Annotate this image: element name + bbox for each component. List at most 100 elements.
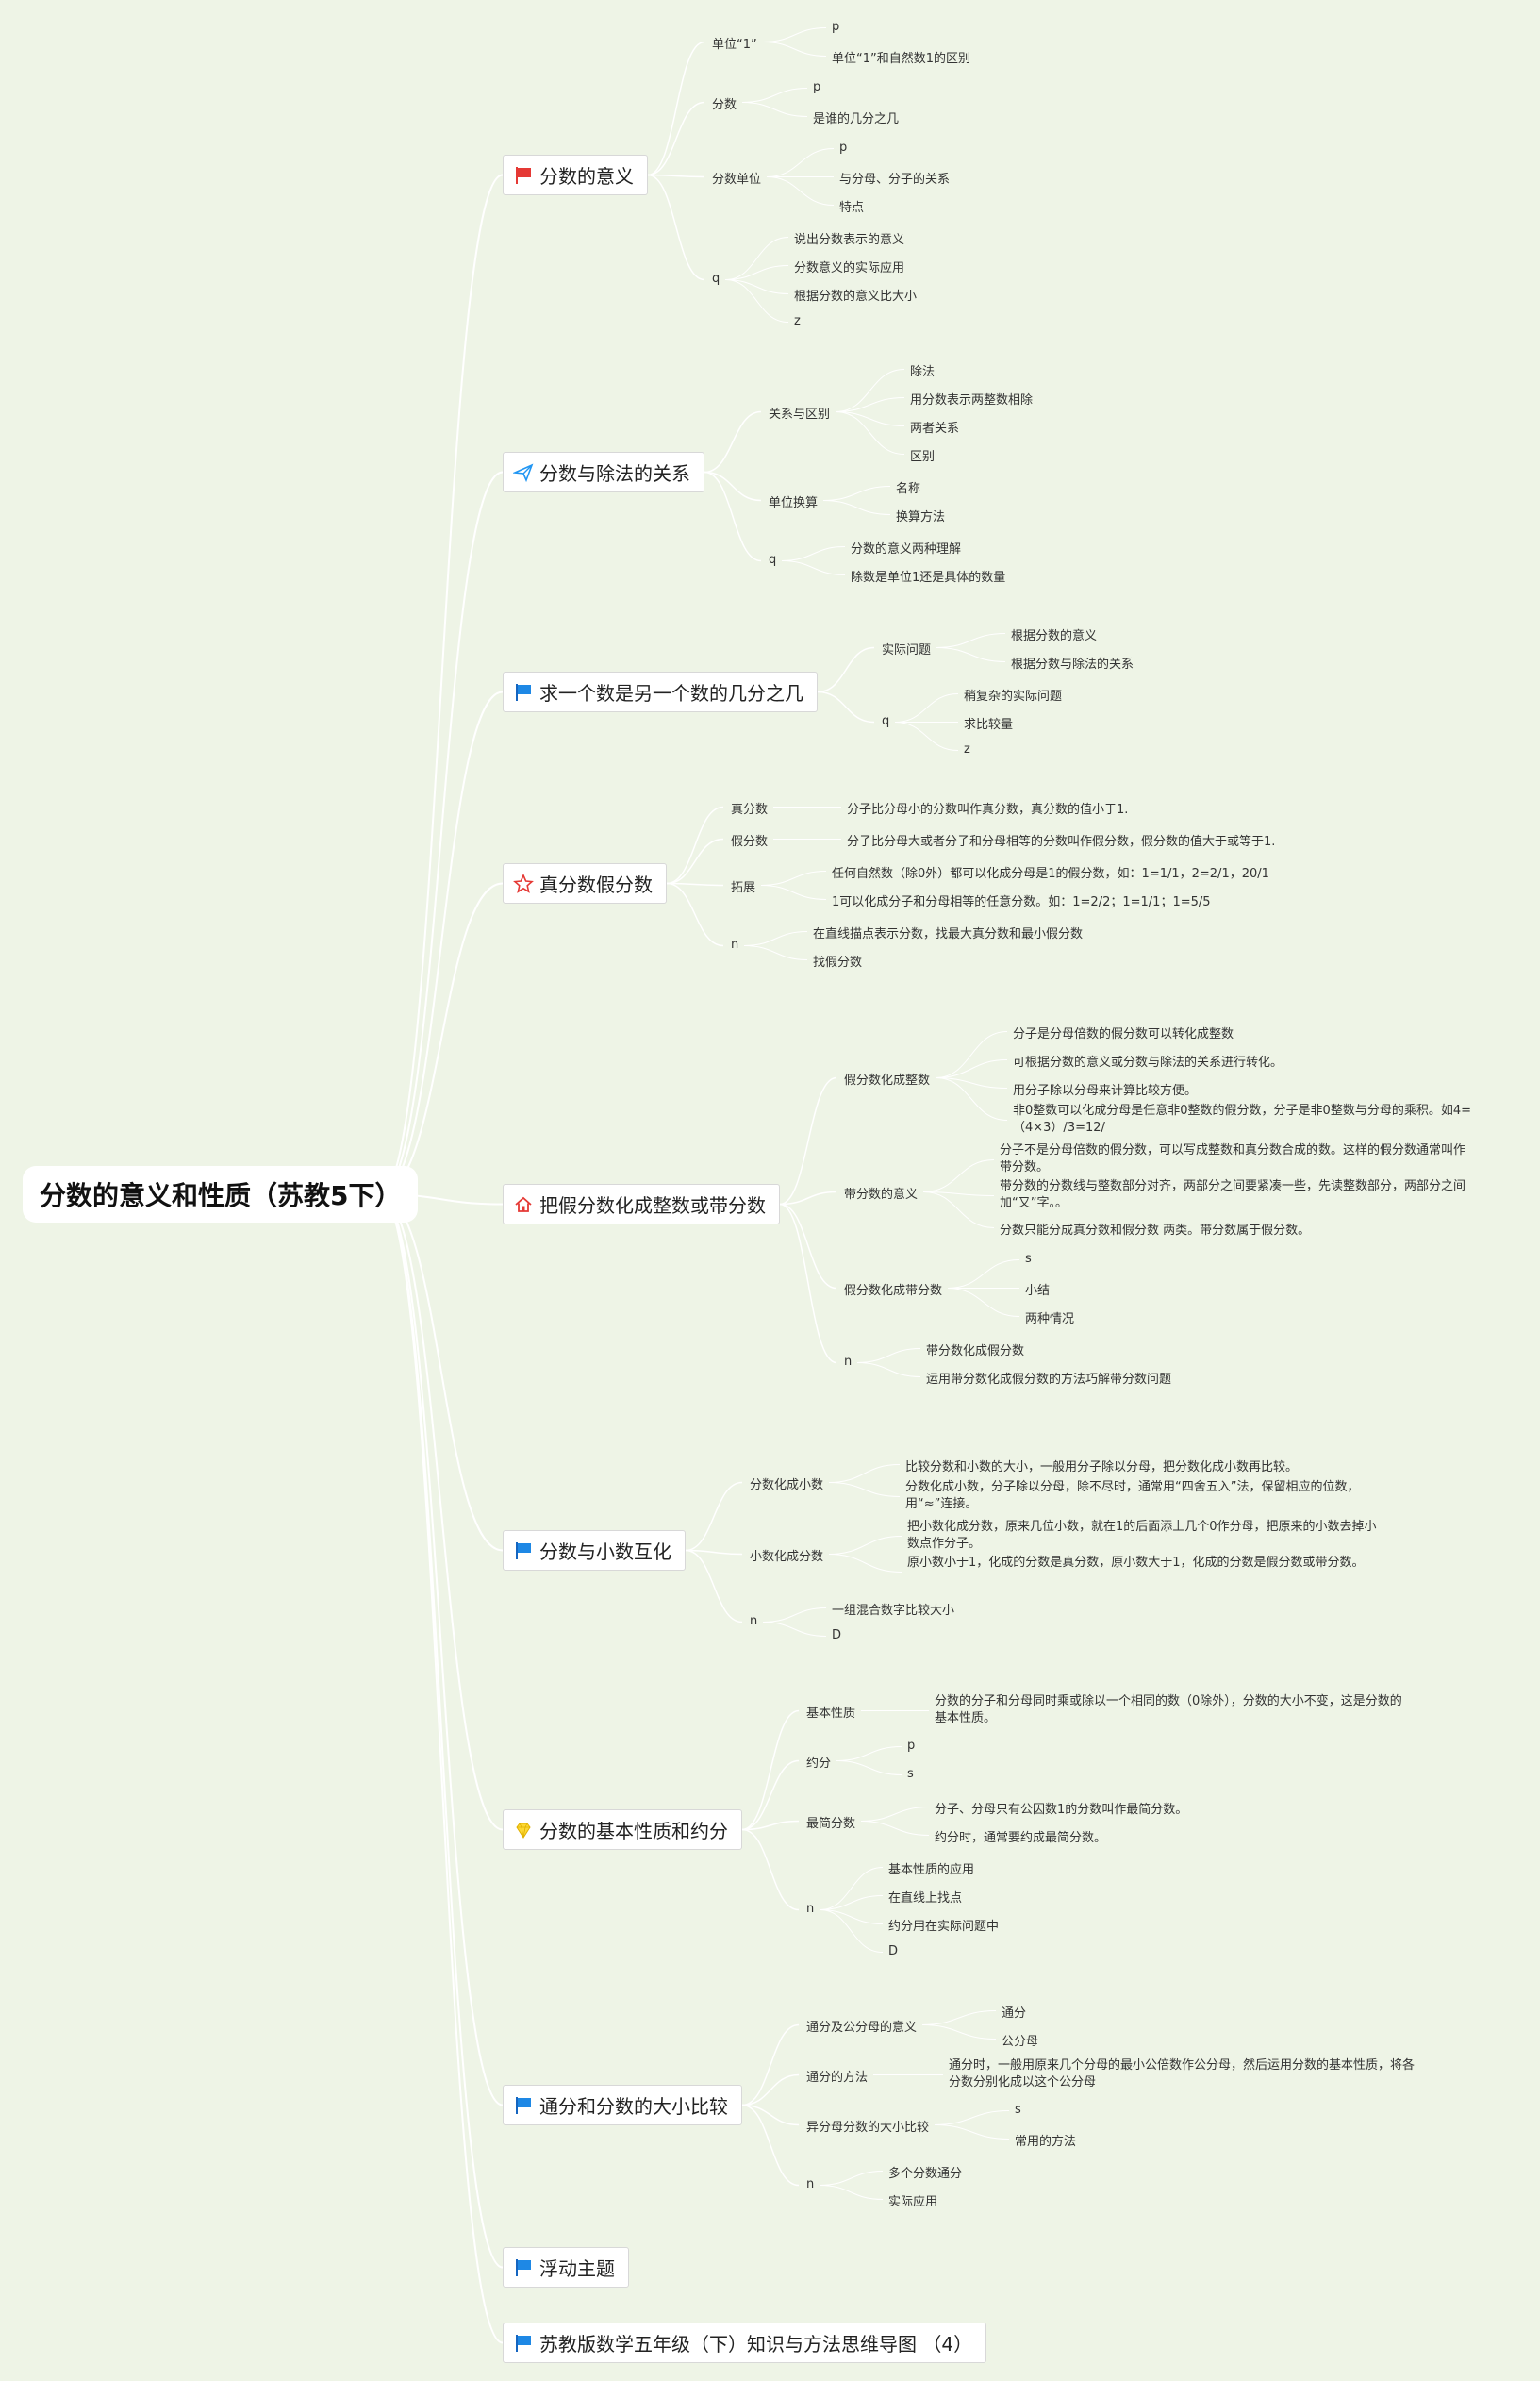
subtopic-6-1[interactable]: 分数化成小数: [750, 1477, 824, 1492]
subtopic-6-3[interactable]: n: [750, 1613, 758, 1628]
subtopic-7-3[interactable]: 最简分数: [806, 1816, 856, 1831]
leaf-8-4-2[interactable]: 实际应用: [888, 2194, 938, 2209]
leaf-5-3-1[interactable]: s: [1025, 1251, 1032, 1266]
subtopic-4-1[interactable]: 真分数: [731, 802, 769, 817]
leaf-5-3-3[interactable]: 两种情况: [1025, 1311, 1075, 1326]
leaf-2-1-3[interactable]: 两者关系: [910, 421, 960, 436]
leaf-7-4-4[interactable]: D: [888, 1943, 899, 1958]
leaf-4-1-1[interactable]: 分子比分母小的分数叫作真分数，真分数的值小于1.: [847, 802, 1129, 817]
subtopic-2-2[interactable]: 单位换算: [769, 495, 819, 510]
subtopic-7-1[interactable]: 基本性质: [806, 1706, 856, 1721]
subtopic-8-4[interactable]: n: [806, 2176, 815, 2191]
topic-5[interactable]: 把假分数化成整数或带分数: [503, 1184, 780, 1224]
subtopic-5-1[interactable]: 假分数化成整数: [844, 1073, 931, 1088]
leaf-4-3-2[interactable]: 1可以化成分子和分母相等的任意分数。如：1=2/2；1=1/1；1=5/5: [832, 894, 1211, 909]
leaf-7-4-1[interactable]: 基本性质的应用: [888, 1862, 975, 1877]
leaf-3-2-2[interactable]: 求比较量: [964, 717, 1014, 732]
leaf-2-2-2[interactable]: 换算方法: [896, 509, 946, 524]
subtopic-5-4[interactable]: n: [844, 1354, 853, 1369]
leaf-6-3-2[interactable]: D: [832, 1627, 842, 1642]
topic-10[interactable]: 苏教版数学五年级（下）知识与方法思维导图 （4）: [503, 2323, 987, 2363]
leaf-2-1-4[interactable]: 区别: [910, 449, 936, 464]
topic-8[interactable]: 通分和分数的大小比较: [503, 2085, 742, 2125]
subtopic-6-2[interactable]: 小数化成分数: [750, 1549, 824, 1564]
leaf-5-1-4[interactable]: 非0整数可以化成分母是任意非0整数的假分数，分子是非0整数与分母的乘积。如4=（…: [1013, 1103, 1471, 1135]
leaf-8-3-2[interactable]: 常用的方法: [1015, 2134, 1077, 2149]
leaf-8-4-1[interactable]: 多个分数通分: [888, 2166, 963, 2181]
topic-9[interactable]: 浮动主题: [503, 2247, 629, 2288]
subtopic-3-1[interactable]: 实际问题: [882, 642, 932, 658]
subtopic-2-1[interactable]: 关系与区别: [769, 407, 831, 422]
leaf-1-4-1[interactable]: 说出分数表示的意义: [794, 232, 905, 247]
leaf-2-3-1[interactable]: 分数的意义两种理解: [851, 541, 962, 557]
leaf-8-1-1[interactable]: 通分: [1002, 2006, 1027, 2021]
subtopic-1-3[interactable]: 分数单位: [712, 172, 762, 187]
subtopic-4-2[interactable]: 假分数: [731, 834, 769, 849]
leaf-7-2-2[interactable]: s: [907, 1766, 914, 1781]
subtopic-1-4[interactable]: q: [712, 271, 720, 286]
leaf-2-1-2[interactable]: 用分数表示两整数相除: [910, 392, 1034, 408]
leaf-6-1-1[interactable]: 比较分数和小数的大小，一般用分子除以分母，把分数化成小数再比较。: [905, 1459, 1299, 1474]
subtopic-5-3[interactable]: 假分数化成带分数: [844, 1283, 943, 1298]
leaf-1-1-2[interactable]: 单位“1”和自然数1的区别: [832, 51, 971, 66]
leaf-1-2-2[interactable]: 是谁的几分之几: [813, 111, 900, 126]
leaf-5-2-1[interactable]: 分子不是分母倍数的假分数，可以写成整数和真分数合成的数。这样的假分数通常叫作带分…: [1000, 1142, 1466, 1174]
leaf-5-1-1[interactable]: 分子是分母倍数的假分数可以转化成整数: [1013, 1026, 1234, 1041]
leaf-1-4-2[interactable]: 分数意义的实际应用: [794, 260, 905, 275]
subtopic-4-4[interactable]: n: [731, 937, 739, 952]
subtopic-8-2[interactable]: 通分的方法: [806, 2070, 869, 2085]
leaf-2-2-1[interactable]: 名称: [896, 481, 921, 496]
leaf-4-2-1[interactable]: 分子比分母大或者分子和分母相等的分数叫作假分数，假分数的值大于或等于1.: [847, 834, 1276, 849]
topic-1[interactable]: 分数的意义: [503, 155, 648, 195]
leaf-7-4-2[interactable]: 在直线上找点: [888, 1890, 963, 1906]
leaf-1-4-3[interactable]: 根据分数的意义比大小: [794, 289, 918, 304]
leaf-6-2-2[interactable]: 原小数小于1，化成的分数是真分数，原小数大于1，化成的分数是假分数或带分数。: [907, 1555, 1365, 1570]
subtopic-1-1[interactable]: 单位“1”: [712, 37, 757, 52]
subtopic-8-3[interactable]: 异分母分数的大小比较: [806, 2120, 930, 2135]
topic-3[interactable]: 求一个数是另一个数的几分之几: [503, 672, 818, 712]
leaf-8-2-1[interactable]: 通分时，一般用原来几个分母的最小公倍数作公分母，然后运用分数的基本性质，将各分数…: [949, 2057, 1416, 2090]
leaf-3-2-3[interactable]: z: [964, 741, 970, 757]
leaf-1-3-3[interactable]: 特点: [839, 200, 865, 215]
leaf-2-3-2[interactable]: 除数是单位1还是具体的数量: [851, 570, 1006, 585]
leaf-7-3-1[interactable]: 分子、分母只有公因数1的分数叫作最简分数。: [935, 1802, 1188, 1817]
leaf-6-1-2[interactable]: 分数化成小数，分子除以分母，除不尽时，通常用“四舍五入”法，保留相应的位数，用“…: [905, 1479, 1360, 1511]
leaf-3-2-1[interactable]: 稍复杂的实际问题: [964, 689, 1063, 704]
leaf-7-4-3[interactable]: 约分用在实际问题中: [888, 1919, 1000, 1934]
topic-2[interactable]: 分数与除法的关系: [503, 452, 704, 492]
leaf-1-3-1[interactable]: p: [839, 140, 848, 155]
leaf-5-2-2[interactable]: 带分数的分数线与整数部分对齐，两部分之间要紧凑一些，先读整数部分，两部分之间加“…: [1000, 1178, 1466, 1210]
leaf-5-1-2[interactable]: 可根据分数的意义或分数与除法的关系进行转化。: [1013, 1055, 1283, 1070]
leaf-3-1-2[interactable]: 根据分数与除法的关系: [1011, 657, 1134, 672]
topic-4[interactable]: 真分数假分数: [503, 863, 667, 904]
leaf-6-2-1[interactable]: 把小数化成分数，原来几位小数，就在1的后面添上几个0作分母，把原来的小数去掉小数…: [907, 1519, 1377, 1551]
leaf-7-3-2[interactable]: 约分时，通常要约成最简分数。: [935, 1830, 1107, 1845]
leaf-4-4-2[interactable]: 找假分数: [813, 955, 863, 970]
leaf-3-1-1[interactable]: 根据分数的意义: [1011, 628, 1098, 643]
leaf-7-2-1[interactable]: p: [907, 1738, 916, 1753]
leaf-5-2-3[interactable]: 分数只能分成真分数和假分数 两类。带分数属于假分数。: [1000, 1223, 1311, 1238]
leaf-1-2-1[interactable]: p: [813, 79, 821, 94]
leaf-1-4-4[interactable]: z: [794, 313, 801, 328]
subtopic-4-3[interactable]: 拓展: [731, 880, 756, 895]
subtopic-8-1[interactable]: 通分及公分母的意义: [806, 2020, 918, 2035]
subtopic-2-3[interactable]: q: [769, 552, 777, 567]
subtopic-5-2[interactable]: 带分数的意义: [844, 1187, 919, 1202]
leaf-1-3-2[interactable]: 与分母、分子的关系: [839, 172, 951, 187]
leaf-4-3-1[interactable]: 任何自然数（除0外）都可以化成分母是1的假分数，如：1=1/1，2=2/1，20…: [832, 866, 1269, 881]
topic-6[interactable]: 分数与小数互化: [503, 1530, 686, 1571]
leaf-5-3-2[interactable]: 小结: [1025, 1283, 1051, 1298]
leaf-5-1-3[interactable]: 用分子除以分母来计算比较方便。: [1013, 1083, 1198, 1098]
leaf-6-3-1[interactable]: 一组混合数字比较大小: [832, 1603, 955, 1618]
leaf-8-3-1[interactable]: s: [1015, 2102, 1021, 2117]
subtopic-1-2[interactable]: 分数: [712, 97, 737, 112]
topic-7[interactable]: 分数的基本性质和约分: [503, 1809, 742, 1850]
leaf-5-4-2[interactable]: 运用带分数化成假分数的方法巧解带分数问题: [926, 1372, 1172, 1387]
leaf-8-1-2[interactable]: 公分母: [1002, 2034, 1039, 2049]
subtopic-7-2[interactable]: 约分: [806, 1756, 832, 1771]
subtopic-3-2[interactable]: q: [882, 713, 890, 728]
subtopic-7-4[interactable]: n: [806, 1901, 815, 1916]
leaf-7-1-1[interactable]: 分数的分子和分母同时乘或除以一个相同的数（0除外），分数的大小不变，这是分数的基…: [935, 1693, 1402, 1725]
leaf-4-4-1[interactable]: 在直线描点表示分数，找最大真分数和最小假分数: [813, 926, 1084, 941]
root-topic[interactable]: 分数的意义和性质（苏教5下）: [23, 1166, 419, 1223]
